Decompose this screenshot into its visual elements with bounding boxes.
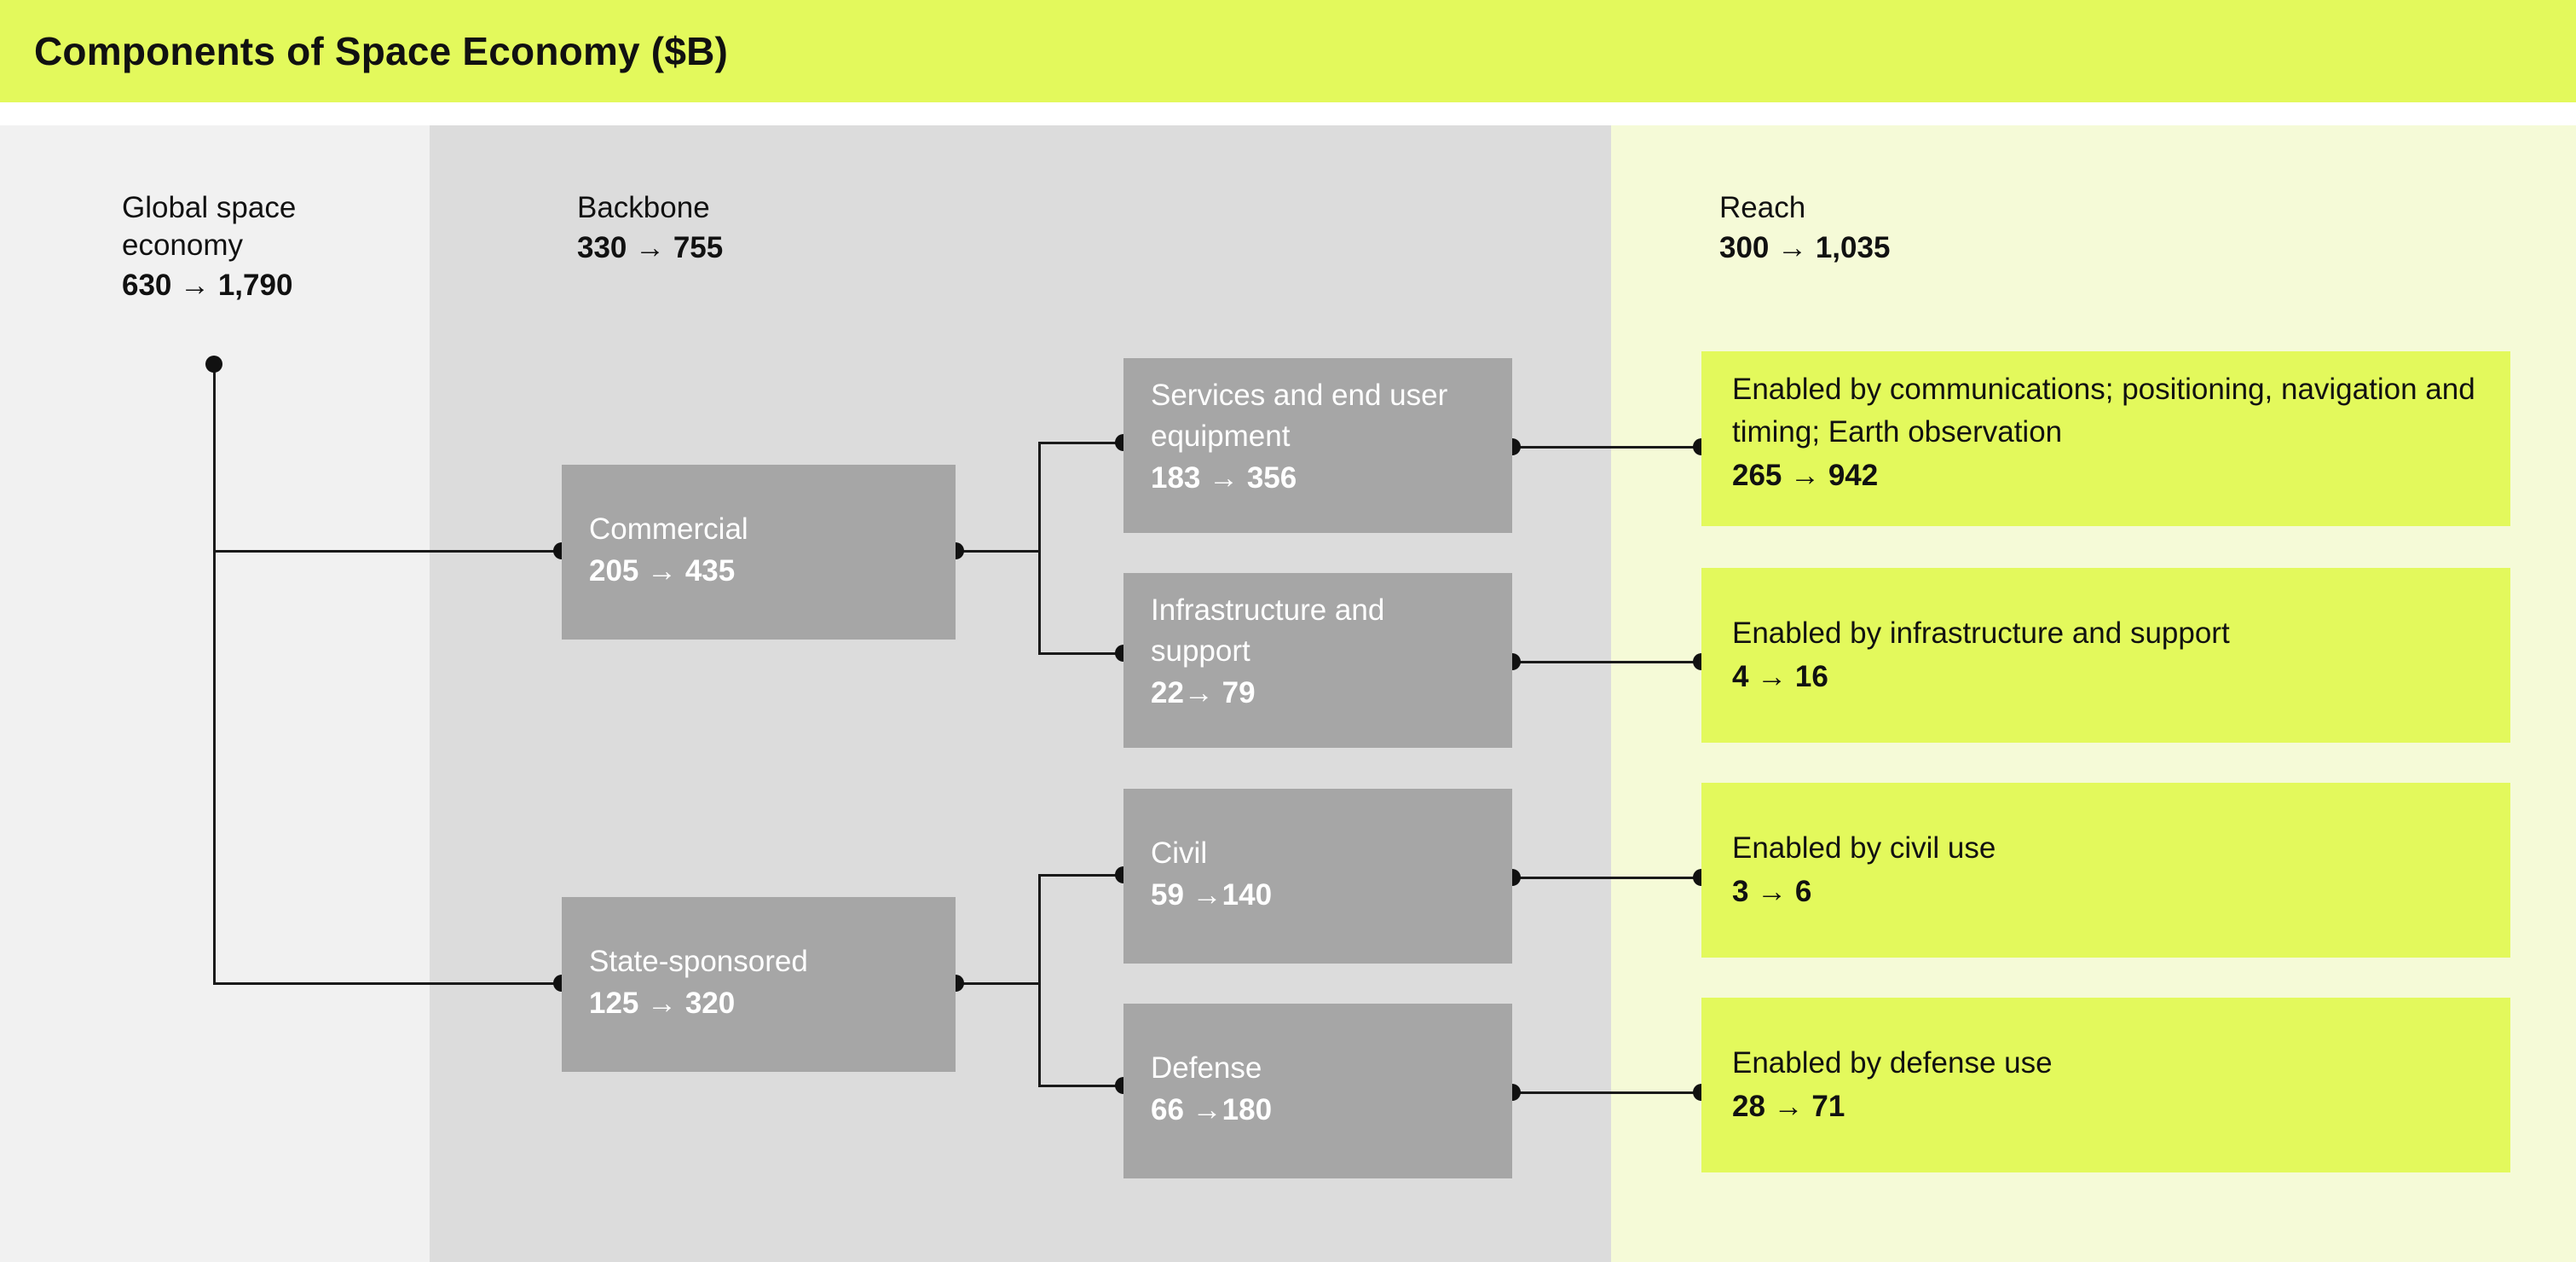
node-infrastructure-and-support[interactable]: Infrastructure and support 22→ 79: [1123, 573, 1512, 748]
reach-label-communications: Enabled by communications; positioning, …: [1732, 373, 2475, 449]
reach-label-civil: Enabled by civil use: [1732, 831, 1996, 865]
connector-state-stub: [956, 982, 1041, 985]
connector-defense-to-reach: [1512, 1091, 1701, 1094]
node-services-and-end-user-equipment[interactable]: Services and end user equipment 183 → 35…: [1123, 358, 1512, 533]
node-value-civil: 59 →140: [1151, 878, 1273, 912]
reach-value-civil: 3 → 6: [1732, 875, 1812, 908]
connector-root-to-commercial: [213, 550, 567, 553]
node-value-infrastructure: 22→ 79: [1151, 676, 1256, 709]
connector-commercial-stub: [956, 550, 1041, 553]
column-header-global: Global space economy 630 → 1,790: [122, 189, 403, 305]
connector-commercial-vertical: [1038, 442, 1041, 655]
reach-value-defense: 28 → 71: [1732, 1090, 1845, 1123]
node-commercial[interactable]: Commercial 205 → 435: [562, 465, 956, 640]
page-title: Components of Space Economy ($B): [34, 29, 729, 73]
node-label-defense: Defense: [1151, 1051, 1262, 1085]
reach-value-infrastructure: 4 → 16: [1732, 660, 1828, 693]
connector-state-to-civil: [1038, 874, 1132, 877]
node-defense[interactable]: Defense 66 →180: [1123, 1004, 1512, 1178]
node-label-infrastructure: Infrastructure and support: [1151, 593, 1385, 668]
connector-services-to-reach: [1512, 446, 1701, 449]
connector-state-vertical: [1038, 874, 1041, 1087]
node-value-state-sponsored: 125 → 320: [589, 987, 736, 1020]
node-value-defense: 66 →180: [1151, 1093, 1273, 1126]
node-civil[interactable]: Civil 59 →140: [1123, 789, 1512, 964]
column-title-global: Global space economy: [122, 191, 297, 262]
reach-value-communications: 265 → 942: [1732, 459, 1879, 492]
column-header-reach: Reach 300 → 1,035: [1719, 189, 2146, 268]
node-label-commercial: Commercial: [589, 512, 748, 546]
node-label-civil: Civil: [1151, 837, 1208, 870]
connector-dot-root: [205, 356, 222, 373]
connector-commercial-to-infrastructure: [1038, 652, 1132, 655]
column-value-reach: 300 → 1,035: [1719, 231, 1891, 264]
node-state-sponsored[interactable]: State-sponsored 125 → 320: [562, 897, 956, 1072]
reach-label-defense: Enabled by defense use: [1732, 1046, 2053, 1080]
reach-box-defense[interactable]: Enabled by defense use 28 → 71: [1701, 998, 2510, 1172]
column-header-backbone: Backbone 330 → 755: [577, 189, 935, 268]
node-label-state-sponsored: State-sponsored: [589, 945, 808, 978]
connector-root-to-state: [213, 982, 567, 985]
title-banner: Components of Space Economy ($B): [0, 0, 2576, 102]
node-label-services: Services and end user equipment: [1151, 379, 1448, 453]
reach-box-communications[interactable]: Enabled by communications; positioning, …: [1701, 351, 2510, 526]
column-value-backbone: 330 → 755: [577, 231, 724, 264]
connector-state-to-defense: [1038, 1085, 1132, 1087]
connector-root-vertical: [213, 363, 216, 984]
node-value-commercial: 205 → 435: [589, 554, 736, 588]
reach-box-civil[interactable]: Enabled by civil use 3 → 6: [1701, 783, 2510, 958]
node-value-services: 183 → 356: [1151, 461, 1297, 495]
connector-infrastructure-to-reach: [1512, 661, 1701, 663]
reach-box-infrastructure[interactable]: Enabled by infrastructure and support 4 …: [1701, 568, 2510, 743]
connector-civil-to-reach: [1512, 877, 1701, 879]
column-value-global: 630 → 1,790: [122, 269, 293, 302]
reach-label-infrastructure: Enabled by infrastructure and support: [1732, 617, 2230, 650]
column-title-backbone: Backbone: [577, 191, 710, 224]
connector-commercial-to-services: [1038, 442, 1132, 444]
column-title-reach: Reach: [1719, 191, 1806, 224]
